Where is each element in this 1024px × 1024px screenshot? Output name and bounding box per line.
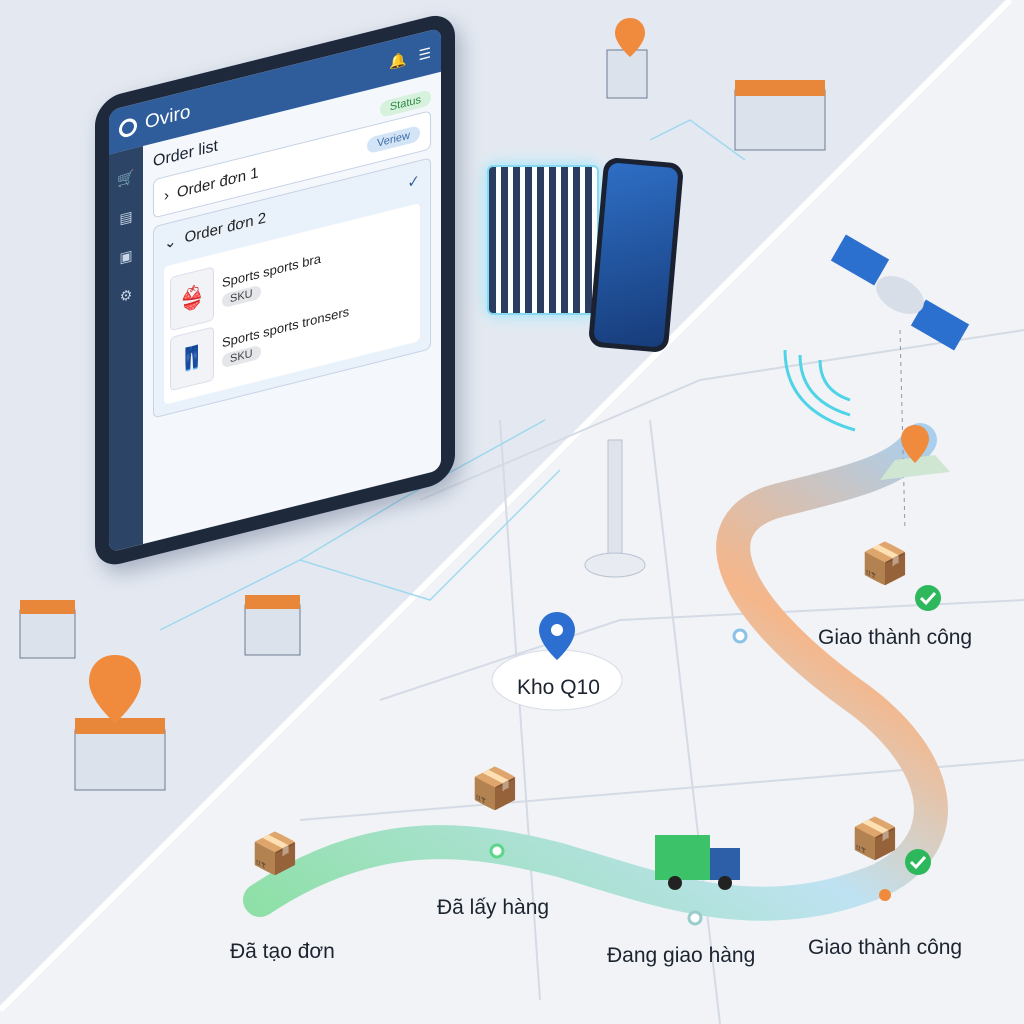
app-logo-icon (119, 116, 137, 140)
hand-package-icon: 📦 (470, 767, 520, 811)
sidebar: 🛒 ▤ ▣ ⚙ (109, 146, 143, 553)
order-label: Order đơn 2 (184, 209, 267, 247)
open-box-icon: 📦 (250, 832, 300, 876)
item-name: Sports sports bra (222, 250, 321, 290)
box-icon[interactable]: ▣ (119, 246, 133, 266)
sports-bra-image: 👙 (170, 266, 214, 332)
step-delivered-label: Giao thành công (808, 936, 963, 959)
qr-code (487, 165, 599, 315)
check-icon (915, 585, 941, 611)
signal-waves-icon (783, 349, 856, 432)
cart-icon[interactable]: 🛒 (117, 168, 135, 189)
delivered-label: Giao thành công (818, 626, 973, 649)
network-lines (159, 119, 746, 631)
shop-icons (19, 49, 826, 791)
tablet-device: Oviro 🔔☰ 🛒 ▤ ▣ ⚙ Order list Status › Ord… (95, 10, 455, 570)
satellite-icon (830, 234, 970, 351)
tablet-screen: Oviro 🔔☰ 🛒 ▤ ▣ ⚙ Order list Status › Ord… (109, 27, 441, 553)
route-node (687, 910, 703, 926)
app-name: Oviro (145, 101, 191, 134)
map-icon (880, 455, 950, 480)
package-icon: 📦 (850, 817, 900, 861)
check-icon (905, 849, 931, 875)
list-icon[interactable]: ▤ (119, 207, 133, 227)
bell-icon[interactable]: 🔔 (389, 49, 407, 71)
route-node (879, 889, 891, 901)
sku-badge: SKU (222, 344, 261, 368)
location-pin-icon (89, 655, 141, 723)
delivery-route (243, 423, 948, 921)
warehouse-label: Kho Q10 (517, 676, 600, 699)
chevron-down-icon: ⌄ (164, 232, 177, 253)
map-pin-icon (901, 425, 929, 463)
order-label: Order đơn 1 (177, 164, 259, 202)
view-badge[interactable]: Veriew (366, 124, 420, 154)
package-icon: 📦 (860, 542, 910, 586)
route-node (489, 843, 505, 859)
tower-icon (607, 439, 623, 561)
step-picked-label: Đã lấy hàng (437, 896, 550, 919)
check-icon: ✓ (407, 171, 420, 193)
step-shipping-label: Đang giao hàng (607, 944, 756, 967)
truck-icon (655, 835, 740, 890)
route-node (732, 628, 748, 644)
settings-icon[interactable]: ⚙ (119, 285, 133, 305)
phone-scanner (587, 156, 685, 354)
trousers-image: 👖 (170, 326, 214, 392)
step-created-label: Đã tạo đơn (230, 940, 335, 963)
menu-icon[interactable]: ☰ (418, 43, 431, 63)
sku-badge: SKU (222, 284, 261, 308)
location-pin-icon (615, 18, 645, 57)
chevron-right-icon: › (164, 186, 169, 205)
